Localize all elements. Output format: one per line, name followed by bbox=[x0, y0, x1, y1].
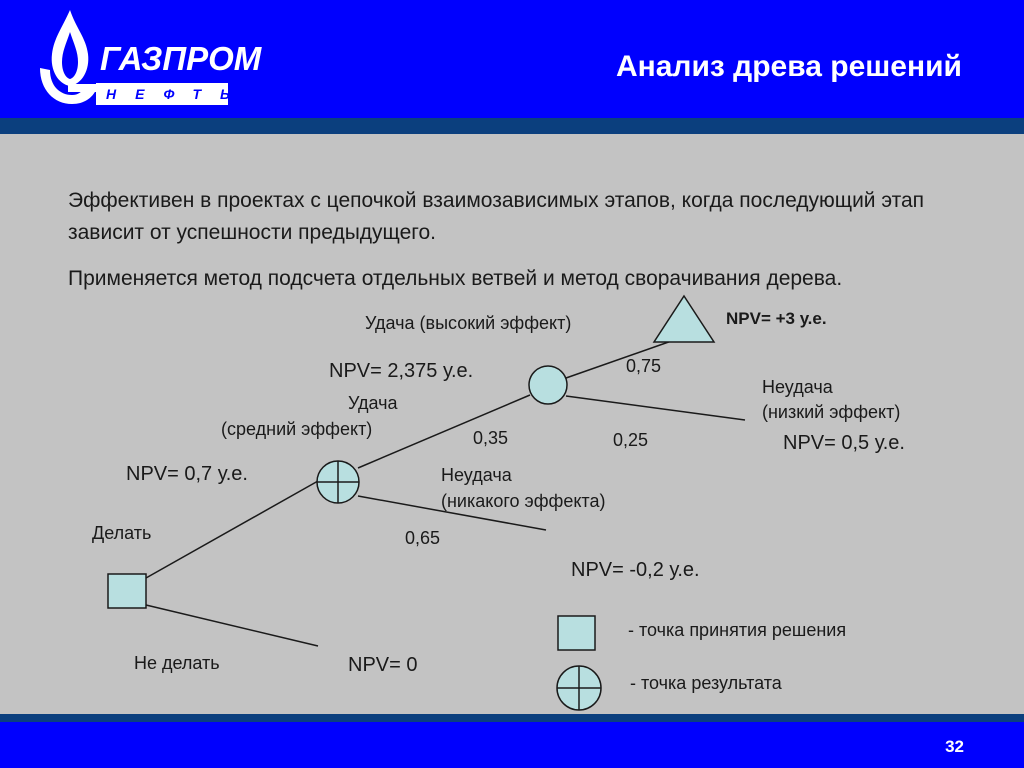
npv-root: NPV= 0,7 у.е. bbox=[126, 463, 248, 485]
header-stripe bbox=[0, 118, 1024, 134]
npv-not-do: NPV= 0 bbox=[348, 654, 418, 676]
legend-outcome-label: - точка результата bbox=[630, 673, 782, 693]
npv-mid: NPV= 2,375 у.е. bbox=[329, 360, 474, 382]
page-number: 32 bbox=[945, 737, 964, 756]
npv-high: NPV= +3 у.е. bbox=[726, 309, 827, 328]
label-not-do: Не делать bbox=[134, 653, 220, 673]
gazprom-neft-logo: ГАЗПРОМ НЕФТЬ bbox=[32, 8, 261, 108]
branch-fail-none bbox=[357, 495, 547, 531]
flame-logo-icon bbox=[40, 10, 96, 104]
decision-node bbox=[107, 573, 147, 609]
paragraph-1: Эффективен в проектах с цепочкой взаимоз… bbox=[68, 189, 925, 244]
prob-fail-low: 0,25 bbox=[613, 430, 649, 450]
branch-not-do bbox=[145, 604, 319, 647]
prob-fail-none: 0,65 bbox=[405, 528, 441, 548]
legend-decision-icon bbox=[557, 615, 596, 651]
label-fail-none-effect: (никакого эффекта) bbox=[441, 491, 606, 511]
npv-fail-none: NPV= -0,2 у.е. bbox=[571, 559, 700, 581]
label-success-high: Удача (высокий эффект) bbox=[365, 313, 572, 333]
npv-low: NPV= 0,5 у.е. bbox=[783, 432, 905, 454]
label-do: Делать bbox=[92, 523, 152, 543]
label-fail-none: Неудача bbox=[441, 465, 512, 485]
label-fail-low: Неудача bbox=[762, 377, 833, 397]
branch-fail-low bbox=[565, 395, 746, 421]
branch-success-high bbox=[565, 337, 681, 379]
legend-decision-label: - точка принятия решения bbox=[628, 620, 847, 640]
chance-node bbox=[528, 365, 568, 405]
prob-success-mid: 0,35 bbox=[473, 428, 509, 448]
legend-outcome-icon bbox=[556, 665, 602, 711]
prob-success-high: 0,75 bbox=[626, 356, 662, 376]
logo-name: ГАЗПРОМ bbox=[100, 40, 262, 77]
end-node-triangle bbox=[652, 294, 716, 343]
paragraph-2: Применяется метод подсчета отдельных вет… bbox=[68, 267, 843, 290]
logo-subtitle: НЕФТЬ bbox=[96, 83, 230, 105]
outcome-node-1 bbox=[316, 460, 360, 504]
label-success-mid: Удача bbox=[348, 393, 398, 413]
footer-stripe bbox=[0, 714, 1024, 722]
branch-do bbox=[145, 480, 319, 579]
label-fail-low-effect: (низкий эффект) bbox=[762, 402, 901, 422]
branch-success-mid bbox=[357, 394, 531, 469]
footer-bar bbox=[0, 714, 1024, 768]
slide-title: Анализ древа решений bbox=[615, 50, 962, 83]
label-success-mid-effect: (средний эффект) bbox=[221, 419, 373, 439]
